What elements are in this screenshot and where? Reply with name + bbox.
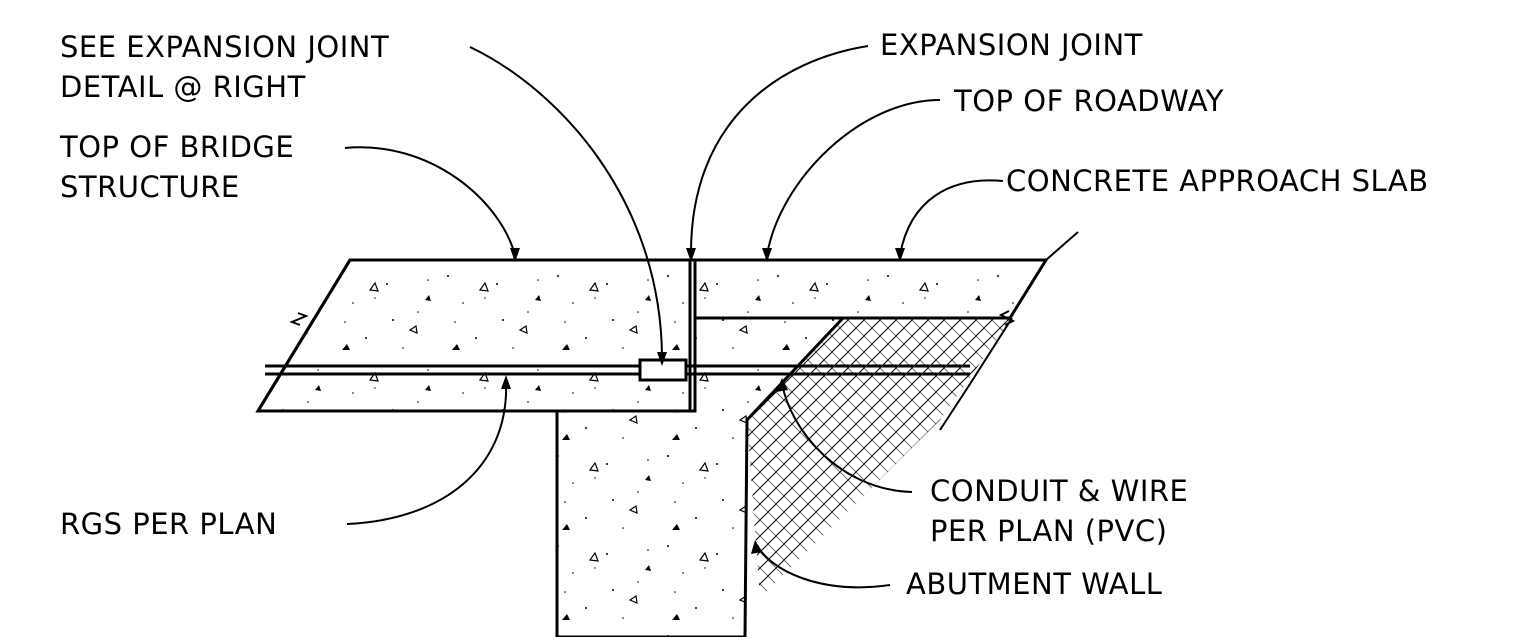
label-rgs-per-plan: RGS PER PLAN	[60, 507, 278, 541]
label-conduit-wire-line2: PER PLAN (PVC)	[930, 514, 1168, 548]
label-top-of-bridge-line1: TOP OF BRIDGE	[60, 130, 295, 164]
bridge-deck	[255, 258, 692, 413]
conduit	[265, 358, 970, 382]
arrowheads	[501, 248, 905, 554]
label-see-expansion-joint-line1: SEE EXPANSION JOINT	[60, 30, 390, 64]
label-conduit-wire-line1: CONDUIT & WIRE	[930, 474, 1189, 508]
label-top-of-bridge-line2: STRUCTURE	[60, 170, 240, 204]
earth-backfill	[747, 318, 1012, 598]
leader-lines	[344, 45, 1004, 589]
label-see-expansion-joint-line2: DETAIL @ RIGHT	[60, 70, 306, 104]
label-abutment-wall: ABUTMENT WALL	[906, 567, 1163, 601]
label-expansion-joint: EXPANSION JOINT	[880, 28, 1143, 62]
label-concrete-approach-slab: CONCRETE APPROACH SLAB	[1006, 164, 1429, 198]
approach-slab	[693, 258, 1049, 320]
label-top-of-roadway: TOP OF ROADWAY	[954, 84, 1224, 118]
